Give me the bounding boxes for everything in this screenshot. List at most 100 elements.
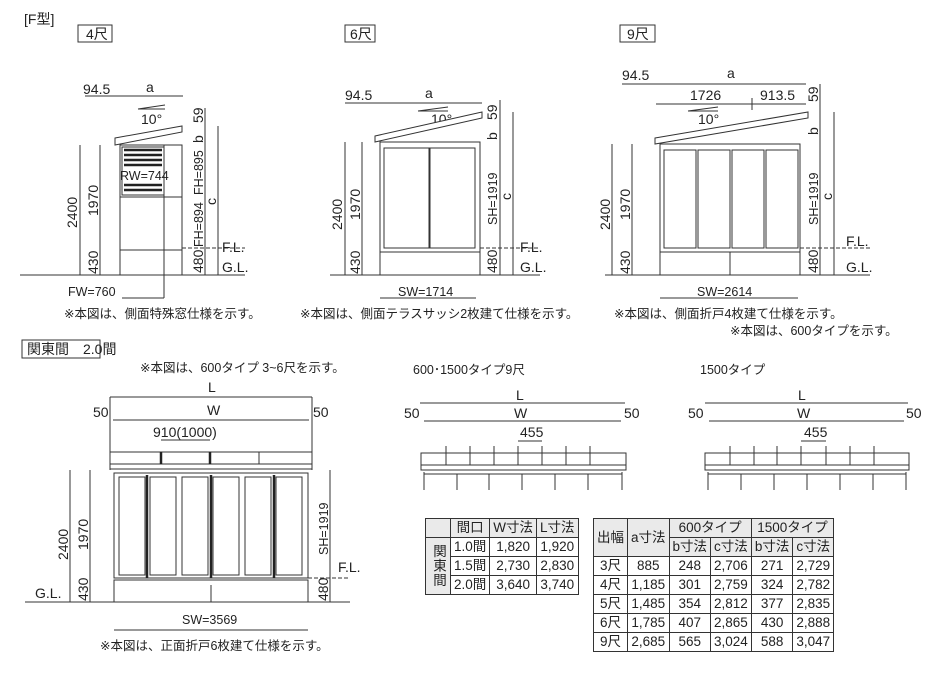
sh-dim: SH=1919 <box>486 172 500 225</box>
header-a: a寸法 <box>627 518 670 557</box>
header-w: W寸法 <box>489 518 538 538</box>
W-dim: W <box>514 405 528 421</box>
sh-dim: SH=1919 <box>807 172 821 225</box>
side-view-6shaku: 6尺 94.5 a 10° 2400 1970 430 59 b SH=1919… <box>300 24 578 321</box>
header-depth: 出幅 <box>593 518 628 557</box>
pitch-dim: 455 <box>804 424 828 440</box>
roof-view-1500: 1500タイプ L 50 W 50 455 <box>688 363 922 490</box>
sw-dim: SW=2614 <box>697 285 752 299</box>
L-dim: L <box>798 387 806 403</box>
height-1970: 1970 <box>617 189 633 220</box>
a-dim: a <box>146 79 154 95</box>
fl-label: F.L. <box>222 239 245 255</box>
height-480: 480 <box>190 249 206 273</box>
fh-top: FH=895 <box>192 150 206 195</box>
view-note: ※本図は、側面テラスサッシ2枚建て仕様を示す。 <box>300 306 578 321</box>
height-2400: 2400 <box>597 199 613 230</box>
pitch-dim: 455 <box>520 424 544 440</box>
front-note-top: ※本図は、600タイプ 3~6尺を示す。 <box>140 361 345 375</box>
height-1970: 1970 <box>85 185 101 216</box>
pitch-dim: 910(1000) <box>153 424 217 440</box>
height-1970: 1970 <box>75 519 91 550</box>
side-view-9shaku: 9尺 94.5 a 1726 913.5 10° 2400 1970 430 5… <box>597 24 898 338</box>
height-430: 430 <box>85 250 101 274</box>
height-430: 430 <box>347 250 363 274</box>
margin-right: 50 <box>906 405 922 421</box>
view-note-2: ※本図は、600タイプを示す。 <box>730 324 898 338</box>
margin-left: 50 <box>93 404 109 420</box>
height-59: 59 <box>190 107 206 123</box>
gl-label: G.L. <box>520 259 546 275</box>
gl-label: G.L. <box>35 585 61 601</box>
section-label: 関東間 2.0間 <box>27 341 116 357</box>
type-label: [F型] <box>24 11 54 27</box>
height-2400: 2400 <box>55 529 71 560</box>
gl-label: G.L. <box>846 259 872 275</box>
b-dim: b <box>484 132 500 140</box>
b-dim: b <box>190 135 206 143</box>
margin-right: 50 <box>624 405 640 421</box>
offset-dim: 94.5 <box>83 81 110 97</box>
L-dim: L <box>516 387 524 403</box>
side-view-4shaku: 4尺 94.5 a 10° 2400 1970 430 59 b FH=895 … <box>20 24 261 321</box>
L-dim: L <box>208 379 216 395</box>
W-dim: W <box>207 402 221 418</box>
header-600: 600タイプ <box>668 518 752 538</box>
fl-label: F.L. <box>846 233 869 249</box>
a-dim: a <box>727 65 735 81</box>
height-59: 59 <box>805 86 821 102</box>
group-label: 関東間 <box>425 537 451 595</box>
rw-dim: RW=744 <box>120 169 169 183</box>
roof-view-title: 600･1500タイプ9尺 <box>413 363 525 377</box>
front-note: ※本図は、正面折戸6枚建て仕様を示す。 <box>100 638 329 653</box>
a2-dim: 913.5 <box>760 87 795 103</box>
sw-dim: SW=1714 <box>398 285 453 299</box>
view-note: ※本図は、側面特殊窓仕様を示す。 <box>64 306 261 321</box>
front-view: 関東間 2.0間 ※本図は、600タイプ 3~6尺を示す。 L 50 W 50 … <box>21 339 361 653</box>
roof-view-title: 1500タイプ <box>700 363 766 377</box>
c-dim: c <box>498 193 514 200</box>
height-2400: 2400 <box>64 197 80 228</box>
size-label: 9尺 <box>627 26 649 42</box>
gl-label: G.L. <box>222 259 248 275</box>
height-480: 480 <box>315 577 331 601</box>
sw-dim: SW=3569 <box>182 613 237 627</box>
margin-left: 50 <box>688 405 704 421</box>
fl-label: F.L. <box>520 239 543 255</box>
W-dim: W <box>797 405 811 421</box>
margin-right: 50 <box>313 404 329 420</box>
size-label: 6尺 <box>350 26 372 42</box>
c-dim: c <box>203 198 219 205</box>
angle-label: 10° <box>698 111 719 127</box>
fw-dim: FW=760 <box>68 285 116 299</box>
height-59: 59 <box>484 104 500 120</box>
fh-bottom: FH=894 <box>192 202 206 247</box>
height-430: 430 <box>75 577 91 601</box>
roof-view-9shaku: 600･1500タイプ9尺 L 50 W 50 455 <box>404 363 640 490</box>
fl-label: F.L. <box>338 559 361 575</box>
view-note: ※本図は、側面折戸4枚建て仕様を示す。 <box>614 306 843 321</box>
a1-dim: 1726 <box>690 87 721 103</box>
height-480: 480 <box>484 249 500 273</box>
height-2400: 2400 <box>329 199 345 230</box>
offset-dim: 94.5 <box>622 67 649 83</box>
offset-dim: 94.5 <box>345 87 372 103</box>
margin-left: 50 <box>404 405 420 421</box>
sh-dim: SH=1919 <box>317 502 331 555</box>
b-dim: b <box>805 127 821 135</box>
height-1970: 1970 <box>347 189 363 220</box>
size-label: 4尺 <box>86 26 108 42</box>
header-1500: 1500タイプ <box>750 518 835 538</box>
height-480: 480 <box>805 249 821 273</box>
c-dim: c <box>819 193 835 200</box>
